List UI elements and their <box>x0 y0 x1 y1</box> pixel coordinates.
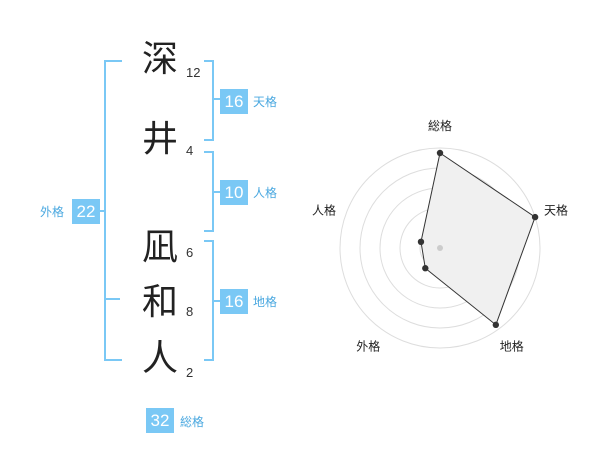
radar-point-3 <box>492 321 500 329</box>
name-char-1: 深 <box>141 39 178 80</box>
name-char-5: 人 <box>141 338 178 379</box>
gaikaku-tick <box>100 210 106 212</box>
radar-point-5 <box>417 238 425 246</box>
tenkaku-tick <box>212 98 220 100</box>
tenkaku-label: 天格 <box>253 95 278 109</box>
radar-point-2 <box>531 213 539 221</box>
name-char-2: 井 <box>141 119 178 160</box>
stroke-count-4: 8 <box>186 304 194 319</box>
radar-axis-label-1: 総格 <box>428 118 452 133</box>
name-char-3: 凪 <box>141 227 178 268</box>
soukaku-label: 総格 <box>180 415 205 429</box>
radar-axis-label-4: 外格 <box>356 339 380 354</box>
soukaku-value: 32 <box>146 408 174 433</box>
gaikaku-bracket <box>104 60 122 361</box>
jinkaku-tick <box>212 191 220 193</box>
stroke-count-1: 12 <box>186 65 201 80</box>
radar-axis-label-3: 地格 <box>500 339 524 354</box>
radar-point-1 <box>436 149 444 157</box>
radar-points <box>417 149 539 329</box>
stroke-count-2: 4 <box>186 143 194 158</box>
radar-ring-1 <box>339 147 541 349</box>
stroke-count-3: 6 <box>186 245 194 260</box>
radar-point-4 <box>422 265 429 272</box>
name-char-4: 和 <box>141 282 178 323</box>
jinkaku-label: 人格 <box>253 186 278 200</box>
radar-area <box>420 152 536 326</box>
radar-axis-label-5: 人格 <box>312 202 336 217</box>
stroke-count-5: 2 <box>186 365 194 380</box>
radar-center-dot <box>437 245 443 251</box>
chikaku-label: 地格 <box>253 295 278 309</box>
gaikaku-inner-tick <box>104 298 120 300</box>
tenkaku-value: 16 <box>220 89 248 114</box>
gaikaku-value: 22 <box>72 199 100 224</box>
chikaku-tick <box>212 300 220 302</box>
gaikaku-label: 外格 <box>40 205 65 219</box>
chikaku-value: 16 <box>220 289 248 314</box>
tenkaku-bracket <box>204 60 214 141</box>
jinkaku-value: 10 <box>220 180 248 205</box>
radar-axis-label-2: 天格 <box>544 202 568 217</box>
